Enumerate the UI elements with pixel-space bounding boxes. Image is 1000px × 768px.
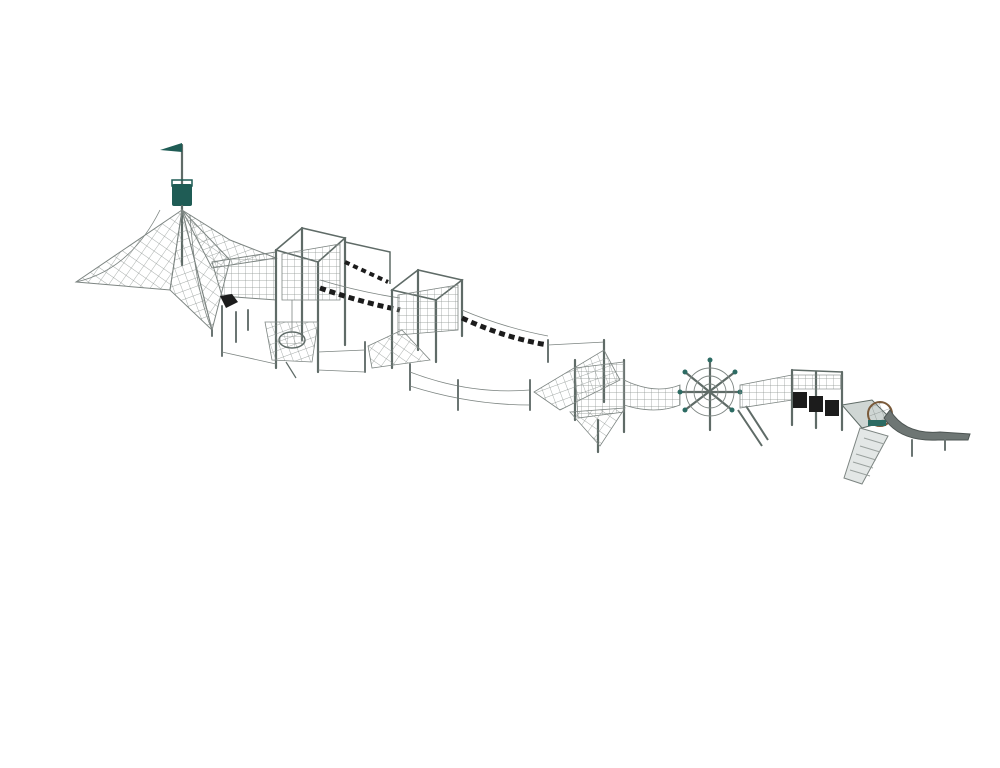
rope-bridge-lower bbox=[317, 349, 531, 411]
dark-panel bbox=[220, 294, 238, 308]
frame-1 bbox=[221, 226, 347, 379]
ladder-1 bbox=[285, 361, 297, 379]
black-panel bbox=[825, 400, 839, 416]
net-bridge-right bbox=[739, 374, 793, 409]
black-panel bbox=[793, 392, 807, 408]
tower-cabin bbox=[172, 184, 192, 206]
plank-bridge-2 bbox=[460, 309, 606, 363]
black-panel bbox=[809, 396, 823, 412]
tower-net bbox=[74, 208, 278, 337]
ramp bbox=[843, 427, 889, 485]
flag bbox=[160, 143, 182, 152]
tower-rail bbox=[171, 179, 193, 187]
spider-web-climber bbox=[677, 357, 769, 447]
end-platform bbox=[841, 399, 971, 485]
frame-2 bbox=[364, 268, 464, 391]
swing-basket bbox=[278, 331, 306, 349]
slide bbox=[883, 409, 971, 441]
platform-rail bbox=[868, 420, 886, 426]
frame-right bbox=[790, 368, 844, 432]
center-net bbox=[533, 338, 681, 454]
